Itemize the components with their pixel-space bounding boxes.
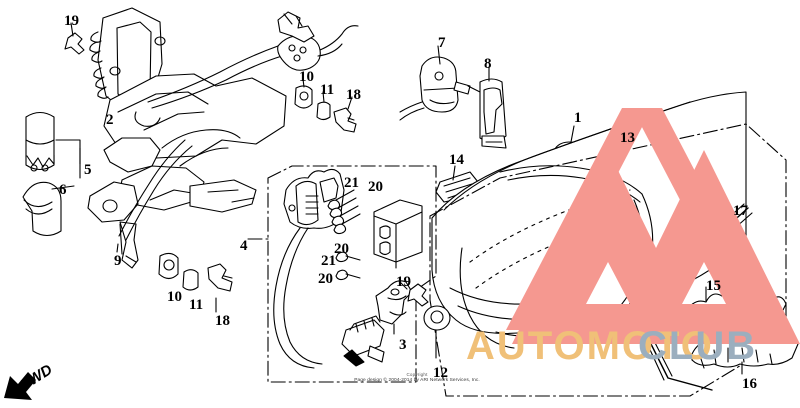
copyright-notice: Page design © 2004-2014 by ARI Network S… [354,377,480,383]
callout-number-20: 20 [334,241,349,257]
part-11-collar-top [316,91,331,121]
part-18-bolt-bottom [207,263,233,313]
callout-number-10: 10 [167,289,182,305]
part-8-latch [479,66,507,149]
callout-number-18: 18 [215,313,230,329]
callout-number-15: 15 [706,278,721,294]
callout-number-6: 6 [59,182,67,198]
part-3-seat-catch [375,280,413,335]
callout-number-9: 9 [114,253,122,269]
callout-number-12: 12 [433,365,448,381]
callout-number-20: 20 [318,271,333,287]
part-19-clip-bottom [398,280,429,307]
callout-number-21: 21 [344,175,359,191]
part-10-grommet-top [294,78,313,109]
part-6-rubber-cover [22,181,75,237]
callout-number-19: 19 [64,13,79,29]
callout-number-2: 2 [106,112,114,128]
callout-number-11: 11 [320,82,335,98]
part-9-wire-bracket [87,73,287,269]
callout-number-4: 4 [240,238,248,254]
callout-number-14: 14 [449,152,464,168]
part-12-grommet [423,305,451,359]
part-7-handlebar-switch [399,45,481,121]
callout-number-7: 7 [438,35,446,51]
callout-number-19: 19 [396,274,411,290]
fwd-arrow-icon [4,372,36,400]
callout-number-8: 8 [484,56,492,72]
callout-number-13: 13 [620,130,635,146]
part-19-clip-top [64,22,85,55]
callout-number-1: 1 [574,110,582,126]
part-5-cylindrical-unit [25,111,81,179]
part-16-emblem-lower [691,329,799,375]
copyright-block: Copyright Page design © 2004-2014 by ARI… [312,372,522,383]
part-10-grommet-bottom [158,252,179,280]
part-2-regulator [89,7,166,127]
part-11-collar-bottom [182,269,199,291]
part-18-bolt-top [333,96,357,133]
callout-number-3: 3 [399,337,407,353]
callout-number-21: 21 [321,253,336,269]
callout-number-18: 18 [346,87,361,103]
copyright-heading: Copyright [406,372,428,377]
callout-number-20: 20 [368,179,383,195]
callout-number-11: 11 [189,297,204,313]
callout-number-17: 17 [733,203,748,219]
fwd-orientation-marker: FWD [2,361,72,404]
part-4-assembly-boundary [247,165,437,383]
callout-number-5: 5 [84,162,92,178]
callout-number-10: 10 [299,69,314,85]
callout-number-16: 16 [742,376,757,392]
part-4-fuse-box-harness [273,168,423,369]
harness-wires-top [118,11,359,241]
part-15-emblem-upper [685,286,787,326]
